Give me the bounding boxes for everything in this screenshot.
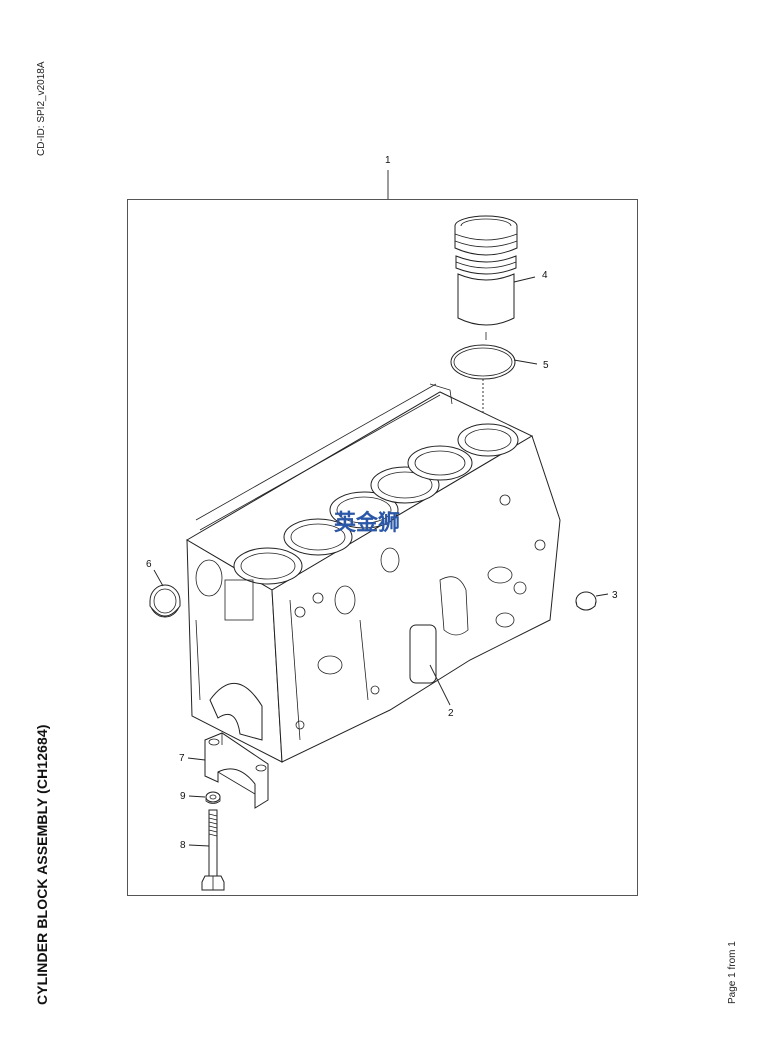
cylinder-liner: [454, 215, 518, 340]
callout-6: 6: [146, 559, 164, 587]
callout-5: 5: [482, 359, 549, 440]
callout-number-3: 3: [612, 590, 618, 601]
core-plug: [575, 591, 597, 611]
callout-8: 8: [180, 840, 210, 851]
callout-3: 3: [595, 590, 618, 601]
diagram-frame: [127, 199, 638, 896]
callout-number-2: 2: [448, 708, 454, 719]
cup-plug: [149, 584, 181, 618]
callout-4: 4: [513, 270, 548, 283]
callout-number-8: 8: [180, 840, 186, 851]
washer: [205, 791, 221, 804]
callout-9: 9: [180, 791, 206, 802]
callout-number-4: 4: [542, 270, 548, 281]
callout-number-9: 9: [180, 791, 186, 802]
watermark-logo: 英金狮: [334, 510, 400, 536]
callout-2: 2: [429, 664, 454, 719]
main-bearing-cap: [204, 732, 269, 809]
callout-number-5: 5: [543, 360, 549, 371]
callout-number-1: 1: [385, 155, 391, 166]
bolt: [201, 809, 225, 891]
callout-7: 7: [179, 753, 206, 764]
cylinder-block: [186, 383, 561, 763]
callout-number-6: 6: [146, 559, 152, 570]
callout-number-7: 7: [179, 753, 185, 764]
liner-seal-ring: [450, 344, 516, 380]
callout-1: 1: [385, 155, 391, 199]
